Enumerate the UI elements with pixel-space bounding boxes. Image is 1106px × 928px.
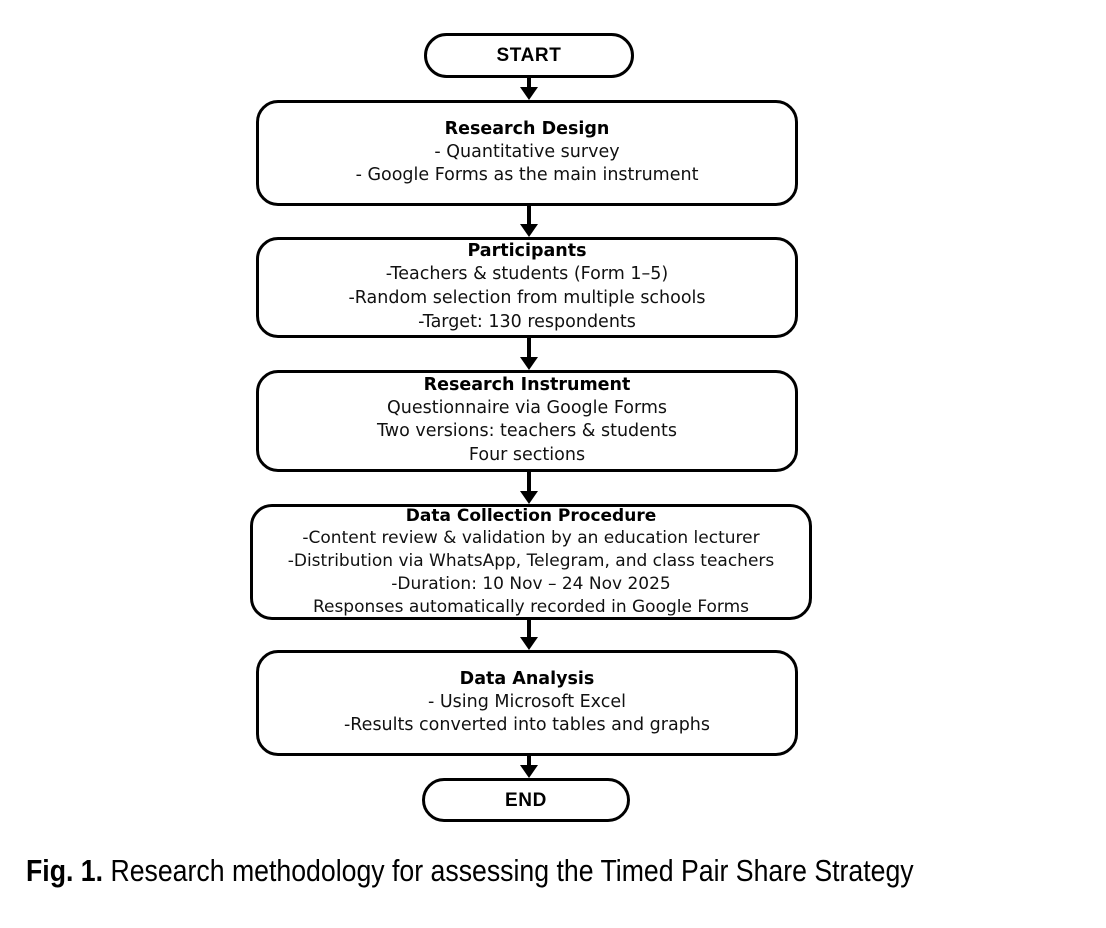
flow-node-line: -Content review & validation by an educa… [302,527,760,548]
flow-node-title: Data Collection Procedure [405,505,657,526]
flow-node-line: -Target: 130 respondents [418,311,636,332]
connector-step-5-to-end [517,756,541,778]
connector-start-to-step-1 [517,78,541,100]
flow-node-start[interactable]: START [424,33,634,78]
flow-node-line: Responses automatically recorded in Goog… [312,597,750,618]
flow-node-title: Data Analysis [459,668,595,689]
flow-node-data-analysis[interactable]: Data Analysis - Using Microsoft Excel -R… [256,650,798,756]
connector-stem [527,620,531,639]
flow-node-line: - Google Forms as the main instrument [355,165,699,186]
flow-node-line: - Using Microsoft Excel [428,691,626,712]
arrowhead-icon [520,765,538,778]
flow-node-research-design[interactable]: Research Design - Quantitative survey - … [256,100,798,206]
flow-node-line: Questionnaire via Google Forms [386,397,668,418]
connector-stem [527,78,531,89]
flow-node-line: -Teachers & students (Form 1–5) [385,264,669,285]
connector-step-3-to-step-4 [517,472,541,504]
connector-stem [527,338,531,359]
flow-node-line: - Quantitative survey [434,141,620,162]
connector-step-2-to-step-3 [517,338,541,370]
flow-node-line: -Results converted into tables and graph… [343,715,711,736]
arrowhead-icon [520,87,538,100]
figure-caption-label: Fig. 1. [26,853,104,888]
connector-stem [527,472,531,493]
flow-node-end[interactable]: END [422,778,630,822]
flow-node-title: Research Instrument [423,374,631,395]
flow-node-title: Participants [467,241,587,262]
flow-node-line: -Distribution via WhatsApp, Telegram, an… [287,550,775,571]
flow-node-line: -Duration: 10 Nov – 24 Nov 2025 [391,574,671,595]
arrowhead-icon [520,224,538,237]
flow-node-end-label: END [505,789,547,811]
flow-node-line: Two versions: teachers & students [377,421,677,442]
connector-step-1-to-step-2 [517,206,541,237]
flow-node-start-label: START [496,45,562,66]
connector-step-4-to-step-5 [517,620,541,650]
arrowhead-icon [520,637,538,650]
arrowhead-icon [520,357,538,370]
connector-stem [527,206,531,226]
flow-node-line: -Random selection from multiple schools [348,287,706,308]
connector-stem [527,756,531,767]
figure-caption-text: Research methodology for assessing the T… [103,853,914,888]
flow-node-line: Four sections [468,445,586,466]
arrowhead-icon [520,491,538,504]
flow-node-participants[interactable]: Participants -Teachers & students (Form … [256,237,798,338]
flow-node-title: Research Design [444,118,610,139]
figure-caption: Fig. 1. Research methodology for assessi… [26,852,938,889]
flow-node-research-instrument[interactable]: Research Instrument Questionnaire via Go… [256,370,798,472]
flow-node-data-collection-procedure[interactable]: Data Collection Procedure -Content revie… [250,504,812,620]
